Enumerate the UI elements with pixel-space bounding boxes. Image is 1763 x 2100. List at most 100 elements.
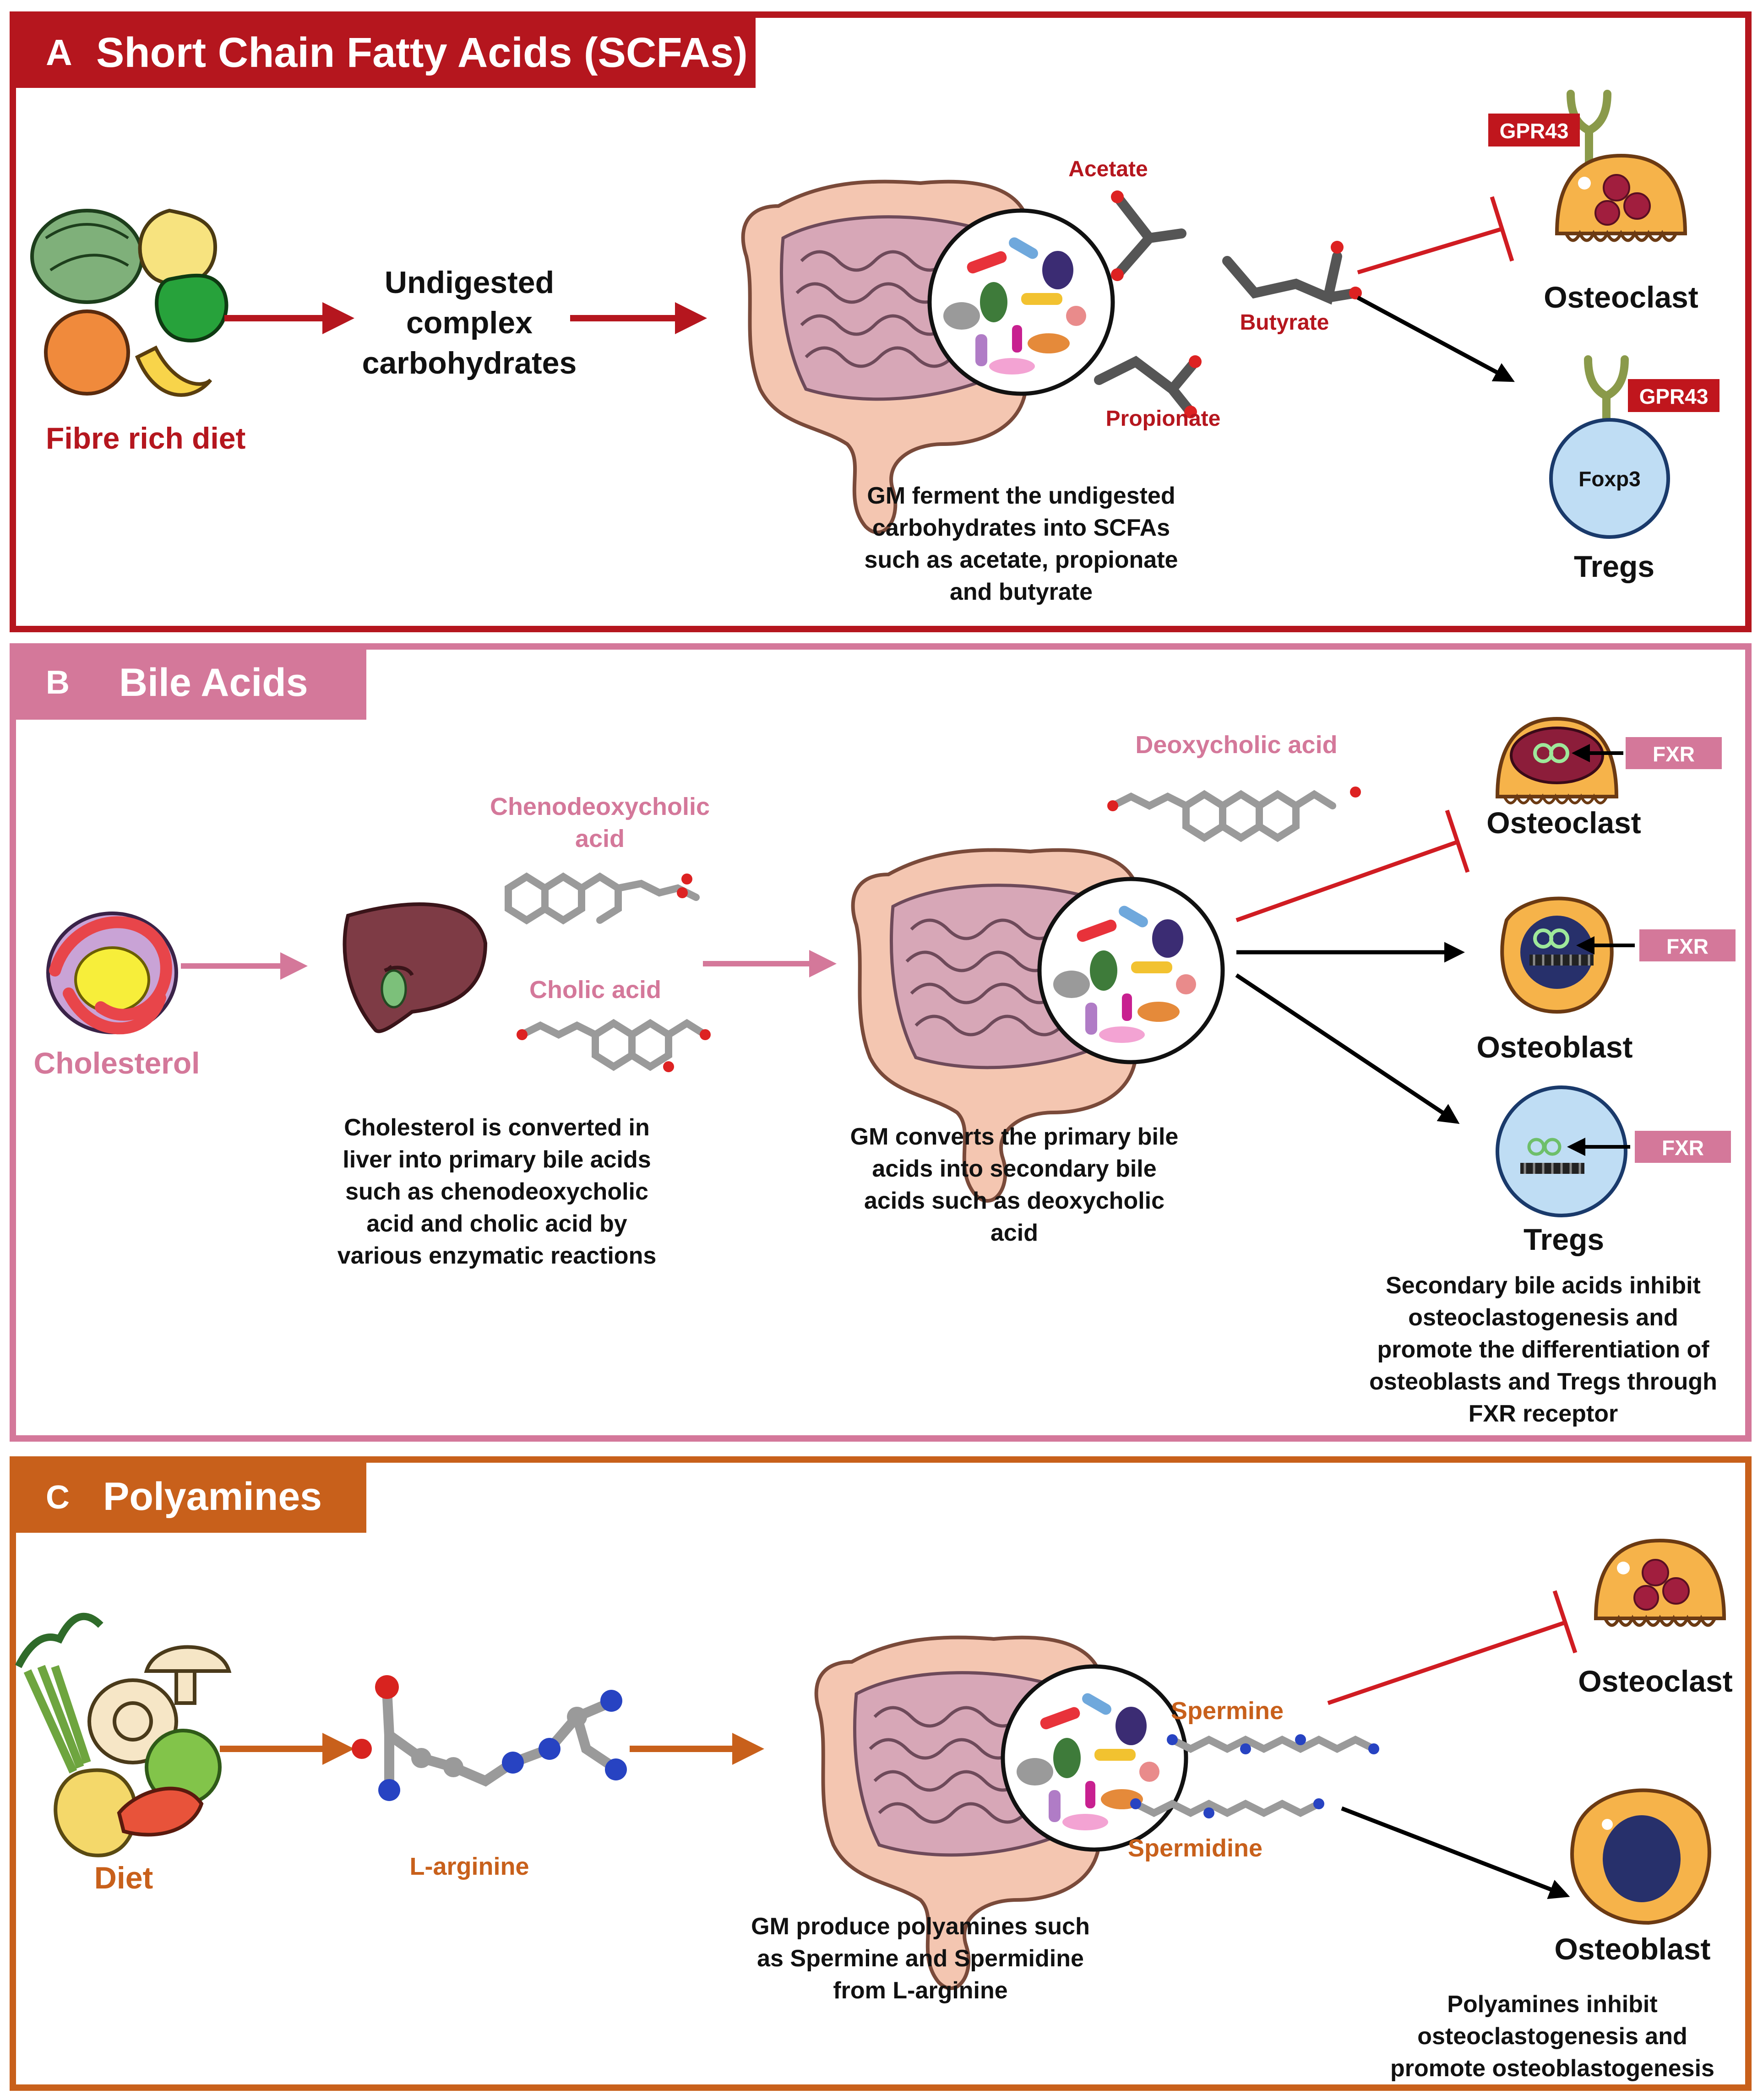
acetate-label: Acetate — [1068, 157, 1148, 181]
fxr-badge-3 — [1635, 1131, 1731, 1163]
cholic-acid-molecule — [518, 1019, 709, 1071]
tregs-label-b: Tregs — [1524, 1222, 1604, 1256]
gpr43-label-2: GPR43 — [1639, 385, 1709, 408]
arrow-to-tregs-a — [1356, 296, 1515, 382]
spermidine-label: Spermidine — [1128, 1834, 1262, 1862]
inhibit-bar-a — [1490, 196, 1514, 262]
caption-b2-line-1: GM converts the primary bile — [850, 1123, 1179, 1150]
fxr-label-1: FXR — [1653, 742, 1695, 766]
panel-c: C Polyamines Diet — [10, 1456, 1752, 2091]
caption-b3-line-2: osteoclastogenesis and — [1408, 1304, 1678, 1331]
arrow-to-tregs-b — [1235, 973, 1460, 1124]
larginine-label: L-arginine — [409, 1853, 529, 1880]
treg-cell-icon-a — [1549, 418, 1670, 539]
osteoclast-label-c: Osteoclast — [1578, 1664, 1732, 1698]
caption-c2-line-3: promote osteoblastogenesis — [1390, 2055, 1714, 2082]
cholesterol-label: Cholesterol — [33, 1046, 200, 1080]
panel-a-frame — [10, 11, 1752, 632]
carb-line-1: Undigested — [385, 265, 554, 300]
panel-c-letter: C — [46, 1479, 70, 1516]
panel-b-header — [13, 646, 366, 720]
panel-a: A Short Chain Fatty Acids (SCFAs) Fibre … — [10, 11, 1752, 632]
caption-b3-line-3: promote the differentiation of — [1377, 1336, 1709, 1363]
panel-b: B Bile Acids Cholesterol Chenodeoxycholi… — [10, 643, 1752, 1442]
diet-icon — [15, 1612, 232, 1857]
liver-icon — [343, 902, 488, 1033]
panel-c-frame — [10, 1456, 1752, 2091]
caption-b3-line-4: osteoblasts and Tregs through — [1369, 1368, 1717, 1395]
caption-a-line-2: carbohydrates into SCFAs — [872, 515, 1170, 541]
fxr-badge-2 — [1639, 929, 1736, 961]
osteoclast-icon-a — [1557, 156, 1685, 240]
caption-b1-line-1: Cholesterol is converted in — [344, 1114, 650, 1141]
caption-b3-line-5: FXR receptor — [1469, 1400, 1618, 1427]
tregs-label-a: Tregs — [1574, 549, 1654, 583]
foxp3-label: Foxp3 — [1578, 467, 1640, 491]
deoxycholic-molecule — [1109, 790, 1336, 842]
gpr43-receptor-icon-2 — [1588, 359, 1625, 428]
butyrate-label: Butyrate — [1240, 310, 1329, 335]
osteoclast-icon-c — [1596, 1541, 1724, 1625]
gpr43-badge-2 — [1628, 379, 1719, 412]
fxr-badge-1 — [1626, 737, 1722, 769]
inhibit-bar-b — [1445, 809, 1470, 873]
panel-c-header — [13, 1460, 366, 1533]
fibre-diet-icon — [30, 208, 229, 397]
inhibit-bar-c — [1552, 1590, 1578, 1654]
inhibit-line-c — [1327, 1621, 1565, 1705]
caption-a-line-1: GM ferment the undigested — [867, 483, 1175, 509]
caption-b1-line-3: such as chenodeoxycholic — [345, 1178, 648, 1205]
spermine-label: Spermine — [1171, 1697, 1284, 1725]
caption-c1-line-2: as Spermine and Spermidine — [757, 1945, 1084, 1972]
spermine-molecule — [1170, 1736, 1376, 1753]
carb-line-3: carbohydrates — [362, 346, 577, 380]
l-arginine-molecule — [352, 1675, 627, 1801]
propionate-molecule — [1094, 356, 1200, 417]
arrow-to-osteoblast-c — [1341, 1806, 1570, 1899]
caption-b2-line-4: acid — [990, 1220, 1038, 1246]
cdca-label-line-1: Chenodeoxycholic — [490, 793, 710, 820]
panel-a-title: Short Chain Fatty Acids (SCFAs) — [96, 29, 748, 76]
osteoblast-icon-c — [1570, 1788, 1711, 1925]
panel-c-title: Polyamines — [103, 1475, 322, 1519]
carb-line-2: complex — [406, 305, 533, 340]
osteoclast-label-b: Osteoclast — [1486, 806, 1641, 840]
fxr-label-2: FXR — [1666, 934, 1709, 958]
gpr43-badge-1 — [1488, 114, 1580, 147]
treg-cell-icon-b — [1496, 1085, 1627, 1217]
acetate-molecule — [1112, 192, 1186, 280]
panel-b-frame — [10, 643, 1752, 1442]
butyrate-molecule — [1222, 251, 1360, 305]
gpr43-label-1: GPR43 — [1500, 119, 1569, 143]
caption-c1-line-1: GM produce polyamines such — [751, 1913, 1090, 1940]
panel-a-header — [13, 15, 756, 88]
osteoclast-label-a: Osteoclast — [1544, 280, 1698, 314]
cholic-acid-label: Cholic acid — [529, 976, 661, 1004]
osteoclast-icon-b — [1495, 716, 1619, 804]
inhibit-line-b — [1235, 840, 1457, 922]
spermidine-molecule — [1134, 1800, 1321, 1817]
caption-b1-line-4: acid and cholic acid by — [366, 1210, 627, 1237]
caption-c1-line-3: from L-arginine — [833, 1977, 1007, 2004]
caption-c2-line-2: osteoclastogenesis and — [1417, 2023, 1687, 2050]
panel-b-letter: B — [46, 664, 70, 701]
gut-microbiota-icon-a — [743, 182, 1113, 532]
diet-label: Diet — [94, 1861, 153, 1895]
caption-b1-line-2: liver into primary bile acids — [343, 1146, 651, 1173]
cholesterol-icon — [46, 912, 178, 1035]
osteoblast-label-c: Osteoblast — [1554, 1932, 1710, 1966]
caption-a-line-4: and butyrate — [950, 579, 1093, 605]
inhibit-line-a — [1357, 227, 1503, 275]
osteoblast-icon-b — [1500, 896, 1614, 1014]
caption-c2-line-1: Polyamines inhibit — [1447, 1991, 1657, 2018]
caption-b1-line-5: various enzymatic reactions — [337, 1243, 657, 1269]
chenodeoxycholic-molecule — [505, 872, 700, 925]
caption-b2-line-2: acids into secondary bile — [872, 1156, 1156, 1182]
panel-b-title: Bile Acids — [119, 661, 308, 705]
caption-b2-line-3: acids such as deoxycholic — [864, 1188, 1164, 1214]
propionate-label: Propionate — [1106, 407, 1221, 431]
caption-a-line-3: such as acetate, propionate — [865, 547, 1178, 573]
cdca-label-line-2: acid — [575, 825, 625, 852]
fxr-label-3: FXR — [1662, 1136, 1704, 1160]
